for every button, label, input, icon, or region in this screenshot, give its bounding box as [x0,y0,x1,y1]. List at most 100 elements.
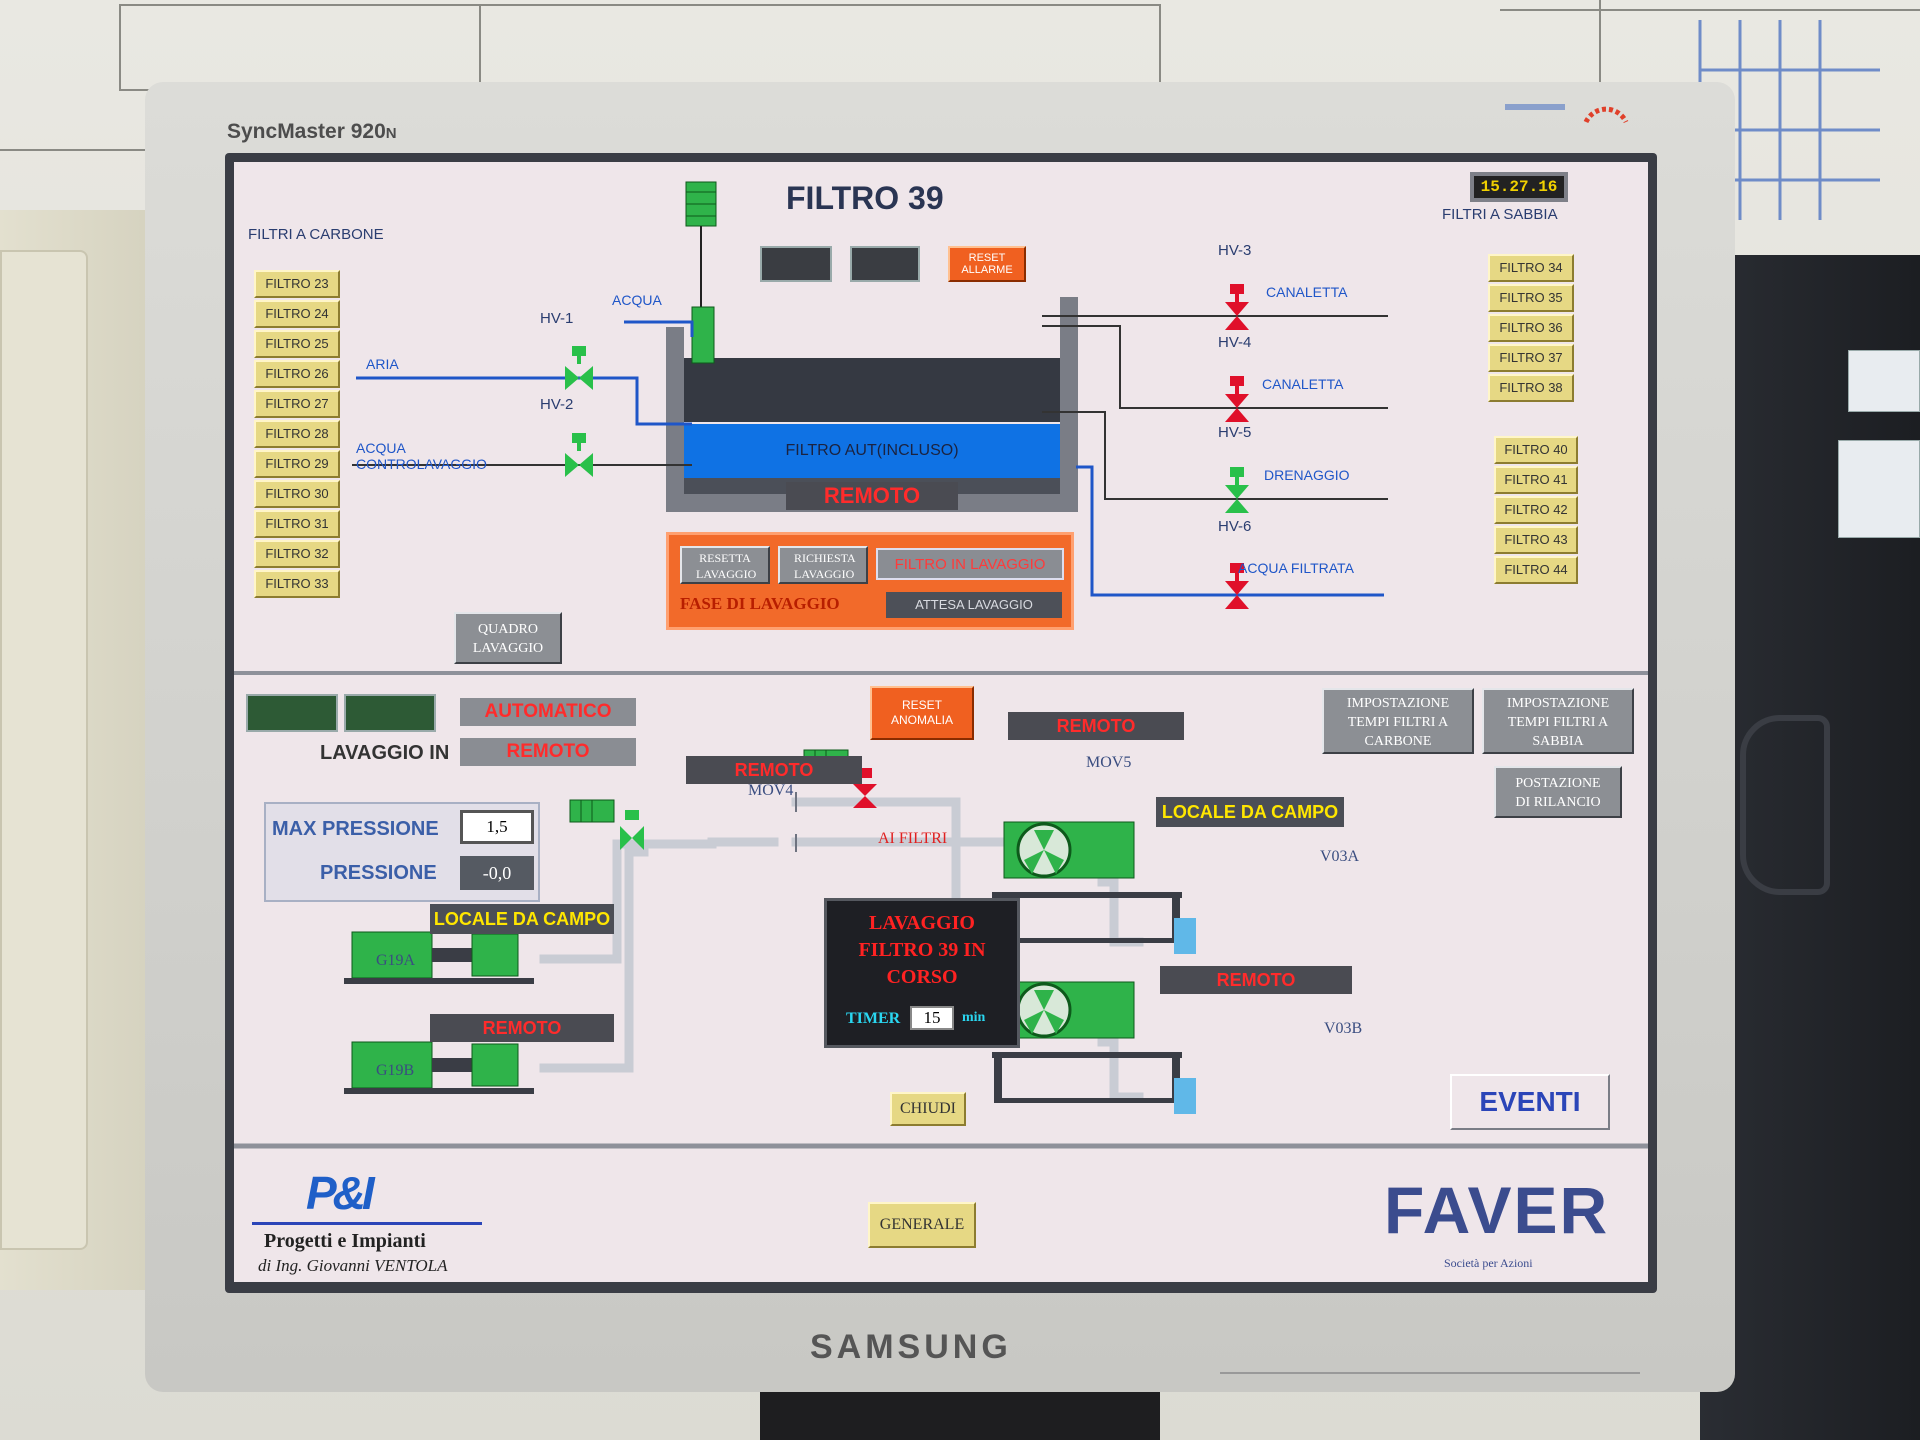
agitator-motor-icon [685,181,717,308]
process-diagram [234,181,1648,1149]
filter-button[interactable]: FILTRO 36 [1488,314,1574,342]
monitor-buttons[interactable] [1220,1372,1640,1392]
generale-button[interactable]: GENERALE [868,1202,976,1248]
tank-mode-label: REMOTO [786,482,958,510]
timer-label: TIMER [846,1010,901,1027]
locale-da-campo-left: LOCALE DA CAMPO [430,904,614,934]
pump-g19b-icon[interactable] [344,1041,534,1094]
mov5-valve-icon[interactable] [853,768,877,808]
mode-automatico-indicator: AUTOMATICO [460,698,636,726]
lavaggio-in-label: LAVAGGIO IN [320,742,450,764]
mov4-actuator-icon [569,799,615,823]
filter-button[interactable]: FILTRO 30 [254,480,340,508]
g19a-label: G19A [376,952,416,969]
adjacent-monitor [0,210,165,1290]
lavaggio-in-value: REMOTO [460,738,636,766]
filter-button[interactable]: FILTRO 37 [1488,344,1574,372]
filter-tank [666,297,1078,512]
reset-anomalia-button[interactable]: RESET ANOMALIA [870,686,974,740]
remoto-left-indicator: REMOTO [430,1014,614,1042]
quadro-lavaggio-button[interactable]: QUADRO LAVAGGIO [454,612,562,664]
footer-rule [252,1222,482,1225]
hv1-label: HV-1 [540,310,574,327]
filter-button[interactable]: FILTRO 44 [1494,556,1578,584]
clock-display: 15.27.16 [1470,172,1568,202]
hv5-valve-icon[interactable] [1225,467,1249,513]
locale-da-campo-right: LOCALE DA CAMPO [1156,797,1344,827]
pi-logo: P&I [306,1167,375,1219]
impostazione-tempi-sabbia-button[interactable]: IMPOSTAZIONE TEMPI FILTRI A SABBIA [1482,688,1634,754]
pressione-value: -0,0 [460,856,534,890]
hv1-valve-icon[interactable] [565,346,593,390]
mov5-status: REMOTO [1008,712,1184,740]
lavaggio-automatico-button[interactable] [246,694,338,732]
drenaggio-label: DRENAGGIO [1264,467,1350,483]
filter-button[interactable]: FILTRO 23 [254,270,340,298]
faver-subtitle: Società per Azioni [1444,1256,1533,1270]
faver-logo: FAVER [1384,1173,1610,1247]
postazione-rilancio-button[interactable]: POSTAZIONE DI RILANCIO [1494,766,1622,818]
hv5-label: HV-5 [1218,424,1252,441]
hv6-label: HV-6 [1218,518,1252,535]
chiudi-button[interactable]: CHIUDI [890,1092,966,1126]
filter-button[interactable]: FILTRO 42 [1494,496,1578,524]
filter-button[interactable]: FILTRO 31 [254,510,340,538]
max-pressione-input[interactable]: 1,5 [460,810,534,844]
filter-button[interactable]: FILTRO 32 [254,540,340,568]
filter-button[interactable]: FILTRO 25 [254,330,340,358]
filter-button[interactable]: FILTRO 26 [254,360,340,388]
filter-button[interactable]: FILTRO 38 [1488,374,1574,402]
mov5-label: MOV5 [1086,754,1132,771]
top-status-button-1[interactable] [760,246,832,282]
page-title: FILTRO 39 [786,180,944,216]
tank-status-label: FILTRO AUT(INCLUSO) [785,442,959,459]
ai-filtri-label: AI FILTRI [878,830,948,847]
filter-button[interactable]: FILTRO 34 [1488,254,1574,282]
hv2-valve-icon[interactable] [565,433,593,477]
canaletta-1-label: CANALETTA [1266,284,1348,300]
v03a-label: V03A [1320,848,1360,865]
monitor-model: SyncMaster 920N [227,120,397,143]
blower-v03a-icon[interactable] [992,821,1196,954]
mov4-label: MOV4 [748,782,794,799]
impostazione-tempi-carbone-button[interactable]: IMPOSTAZIONE TEMPI FILTRI A CARBONE [1322,688,1474,754]
filter-button[interactable]: FILTRO 24 [254,300,340,328]
aria-line-label: ARIA [366,356,399,372]
filter-button[interactable]: FILTRO 40 [1494,436,1578,464]
hv6-valve-icon[interactable] [1225,563,1249,609]
eventi-button[interactable]: EVENTI [1450,1074,1610,1130]
mov4-status: REMOTO [686,756,862,784]
pc-tower [1700,255,1920,1440]
filter-button[interactable]: FILTRO 35 [1488,284,1574,312]
acqua-filtrata-label: ACQUA FILTRATA [1238,560,1354,576]
engineer-name: di Ing. Giovanni VENTOLA [258,1256,448,1275]
reset-allarme-button[interactable]: RESET ALLARME [948,246,1026,282]
filter-button[interactable]: FILTRO 27 [254,390,340,418]
hv4-label: HV-4 [1218,334,1252,351]
company-name: Progetti e Impianti [264,1230,426,1252]
controlavaggio-label: CONTROLAVAGGIO [356,456,487,472]
pump-g19a-icon[interactable] [344,931,534,984]
max-pressione-label: MAX PRESSIONE [272,818,439,840]
filter-button[interactable]: FILTRO 41 [1494,466,1578,494]
filter-button[interactable]: FILTRO 28 [254,420,340,448]
hv3-valve-icon[interactable] [1225,284,1249,330]
lavaggio-manuale-button[interactable] [344,694,436,732]
blower-v03b-icon[interactable] [992,981,1196,1114]
filter-button[interactable]: FILTRO 29 [254,450,340,478]
top-status-button-2[interactable] [850,246,920,282]
filter-button[interactable]: FILTRO 43 [1494,526,1578,554]
filter-button[interactable]: FILTRO 33 [254,570,340,598]
timer-unit: min [962,1010,986,1025]
v03b-label: V03B [1324,1020,1363,1037]
fase-lavaggio-label: FASE DI LAVAGGIO [680,594,840,613]
hv4-valve-icon[interactable] [1225,376,1249,422]
filtro-in-lavaggio-indicator: FILTRO IN LAVAGGIO [876,548,1064,580]
mov4-valve-icon[interactable] [620,810,644,850]
richiesta-lavaggio-button[interactable]: RICHIESTA LAVAGGIO [778,546,868,584]
g19b-label: G19B [376,1062,415,1079]
resetta-lavaggio-button[interactable]: RESETTA LAVAGGIO [680,546,770,584]
acqua-contro-label: ACQUA [356,440,406,456]
canaletta-2-label: CANALETTA [1262,376,1344,392]
scada-screen: FILTRO 39 15.27.16 FILTRI A CARBONE FILT… [234,162,1648,1282]
